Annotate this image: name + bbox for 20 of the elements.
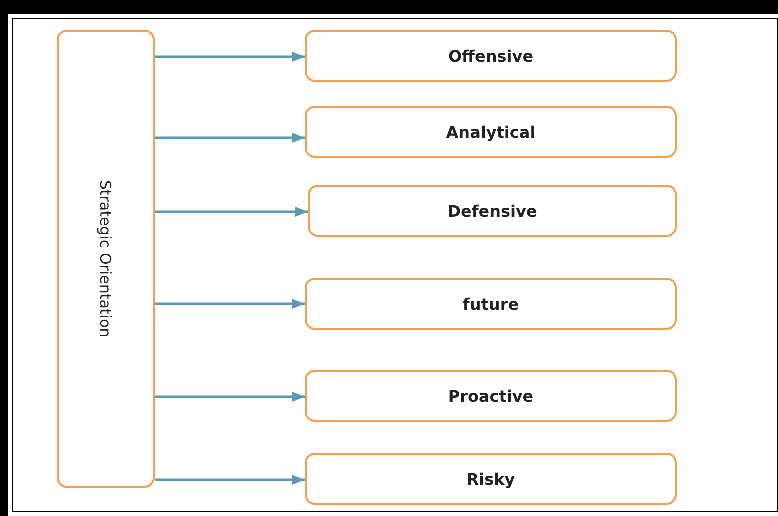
process-box xyxy=(305,30,677,82)
node-label: Offensive xyxy=(448,46,534,66)
process-box xyxy=(308,185,677,237)
node-label: future xyxy=(462,294,520,314)
node-label: Defensive xyxy=(448,202,538,220)
arrow xyxy=(155,299,305,309)
arrow xyxy=(155,207,308,217)
arrow xyxy=(155,475,305,485)
arrow xyxy=(155,392,305,402)
node-label: Proactive xyxy=(448,386,534,406)
category-box xyxy=(57,30,155,488)
node-label: Risky xyxy=(466,470,516,488)
process-box xyxy=(305,278,677,330)
arrow xyxy=(155,52,305,62)
node-label: Strategic Orientation xyxy=(97,180,115,338)
node-label: Analytical xyxy=(446,122,536,142)
process-box xyxy=(305,453,677,505)
process-box xyxy=(305,106,677,158)
process-box xyxy=(305,370,677,422)
arrow xyxy=(155,133,305,143)
